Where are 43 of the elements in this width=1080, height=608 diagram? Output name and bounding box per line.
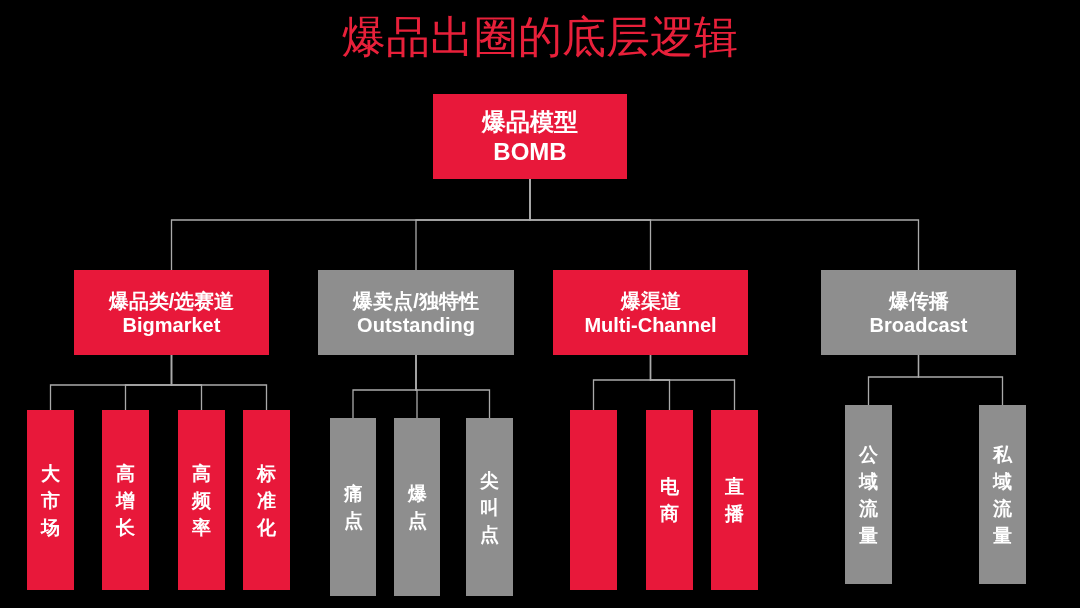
category-box (318, 270, 514, 355)
tag-box (845, 405, 892, 584)
connector-line (415, 354, 491, 419)
tag-box (570, 410, 617, 590)
tag-box (27, 410, 74, 590)
tag-box (979, 405, 1026, 584)
category-box (821, 270, 1016, 355)
tag-box (102, 410, 149, 590)
tag-box (394, 418, 440, 596)
tag-text: 大市场 (40, 461, 61, 540)
heading-text: 爆品模型 (482, 106, 578, 137)
connector-line (170, 354, 268, 411)
tag-box (178, 410, 225, 590)
heading-text: 爆渠道 (620, 288, 681, 313)
tag-text: 直播 (724, 475, 745, 526)
tag-text: 尖叫点 (479, 468, 500, 547)
category-box (74, 270, 269, 355)
tag-box (243, 410, 290, 590)
tag-box (711, 410, 758, 590)
root-box (433, 94, 627, 179)
heading-text: 爆品类/选赛道 (108, 288, 235, 313)
tag-box (330, 418, 376, 596)
subheading-text: BOMB (493, 136, 567, 167)
tag-text: 公域流量 (858, 442, 879, 548)
tag-text: 私域流量 (992, 442, 1013, 548)
connector-line (649, 354, 736, 411)
tag-text: 爆点 (407, 482, 427, 533)
tag-text: 痛点 (343, 482, 363, 533)
tag-text: 电商 (659, 475, 680, 526)
subheading-text: Broadcast (869, 312, 968, 337)
tag-box (466, 418, 513, 596)
tag-box (646, 410, 693, 590)
tag-text: 高频率 (191, 461, 212, 540)
subheading-text: Outstanding (357, 312, 475, 337)
heading-text: 爆传播 (888, 288, 949, 313)
heading-text: 爆卖点/独特性 (353, 288, 479, 313)
title-text: 爆品出圈的底层逻辑 (342, 12, 738, 61)
category-box (553, 270, 748, 355)
tag-text: 高增长 (115, 461, 136, 540)
connector-line (917, 354, 1004, 406)
subheading-text: Bigmarket (122, 312, 221, 337)
subheading-text: Multi-Channel (584, 312, 717, 337)
tag-text: 标准化 (256, 461, 277, 540)
